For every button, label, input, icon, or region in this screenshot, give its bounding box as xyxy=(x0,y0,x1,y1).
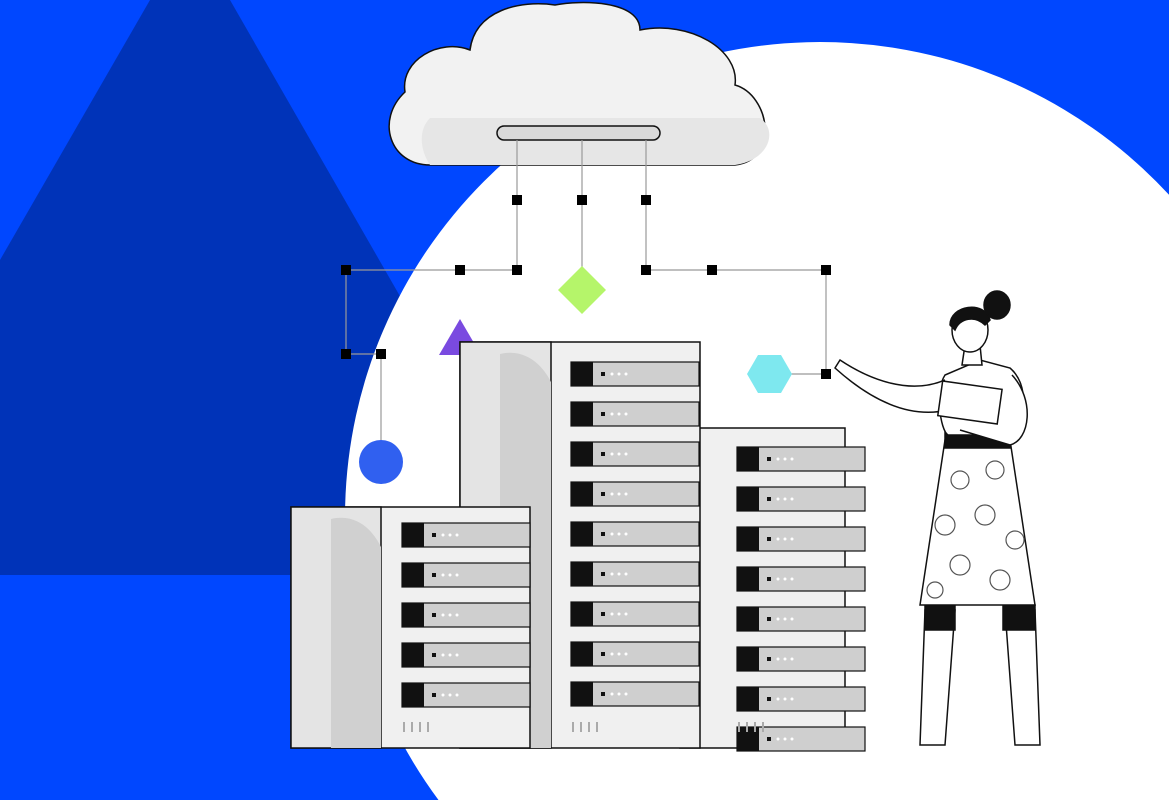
server-racks xyxy=(290,341,866,752)
server-unit xyxy=(736,606,866,632)
server-unit xyxy=(401,562,531,588)
cloud-icon xyxy=(388,1,770,166)
server-unit xyxy=(736,646,866,672)
server-unit xyxy=(401,642,531,668)
cloud-slot xyxy=(496,125,661,141)
server-unit xyxy=(570,681,700,707)
server-rack-icon xyxy=(679,427,866,752)
server-unit xyxy=(570,601,700,627)
server-unit xyxy=(736,486,866,512)
server-unit xyxy=(736,526,866,552)
server-unit xyxy=(570,561,700,587)
server-unit xyxy=(570,481,700,507)
server-unit xyxy=(570,641,700,667)
server-unit xyxy=(736,686,866,712)
server-unit xyxy=(401,522,531,548)
diamond-icon xyxy=(558,266,606,314)
server-unit xyxy=(736,726,866,752)
server-unit xyxy=(570,441,700,467)
server-rack-icon xyxy=(290,506,531,749)
connector-nodes xyxy=(341,195,831,379)
server-unit xyxy=(401,682,531,708)
circle-icon xyxy=(359,440,403,484)
server-unit xyxy=(736,446,866,472)
server-unit xyxy=(401,602,531,628)
server-unit xyxy=(736,566,866,592)
server-unit xyxy=(570,361,700,387)
server-unit xyxy=(570,401,700,427)
person-illustration xyxy=(834,290,1041,746)
hexagon-icon xyxy=(747,355,792,393)
server-unit xyxy=(570,521,700,547)
